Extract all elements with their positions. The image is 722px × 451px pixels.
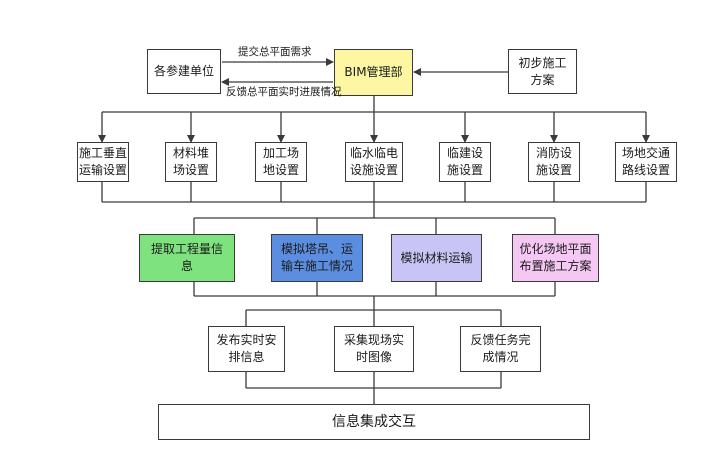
setup-box-vertical-transport: 施工垂直运输设置 <box>77 142 129 182</box>
output-box-collect-images: 采集现场实时图像 <box>334 326 414 372</box>
setup-line2: 设施设置 <box>349 163 398 177</box>
sim-line1: 提取工程量信 <box>150 242 223 256</box>
setup-line2: 场设置 <box>172 163 209 177</box>
setup-box-fire-facilities: 消防设施设置 <box>528 142 580 182</box>
setup-line2: 施设置 <box>446 163 483 177</box>
setup-line1: 加工场 <box>262 146 299 160</box>
sim-line1: 优化场地平面 <box>519 242 592 256</box>
sim-line1: 模拟塔吊、运 <box>280 242 353 256</box>
sim-box-extract-quantities: 提取工程量信息 <box>139 234 235 282</box>
setup-line1: 消防设 <box>535 146 572 160</box>
participants-box: 各参建单位 <box>147 49 221 94</box>
output-line1: 采集现场实 <box>343 333 404 347</box>
sim-line2: 息 <box>180 259 193 273</box>
sim-line1: 模拟材料运输 <box>400 250 473 265</box>
setup-box-traffic-routes: 场地交通路线设置 <box>615 142 677 182</box>
setup-line2: 路线设置 <box>621 163 670 177</box>
output-line2: 成情况 <box>482 350 519 364</box>
setup-line1: 施工垂直 <box>78 146 127 160</box>
preliminary-plan-line1: 初步施工 <box>518 55 567 70</box>
preliminary-plan-text: 初步施工 方案 <box>518 55 566 89</box>
output-line1: 反馈任务完 <box>470 333 531 347</box>
output-box-publish-schedule: 发布实时安排信息 <box>208 326 285 372</box>
sim-box-optimize-layout: 优化场地平面布置施工方案 <box>512 234 599 282</box>
arrow-submit-label: 提交总平面需求 <box>238 46 312 58</box>
setup-line2: 地设置 <box>262 163 299 177</box>
setup-line1: 场地交通 <box>621 146 670 160</box>
output-box-task-feedback: 反馈任务完成情况 <box>460 326 541 372</box>
setup-line2: 运输设置 <box>78 163 127 177</box>
output-line1: 发布实时安 <box>216 333 277 347</box>
output-line2: 时图像 <box>355 350 392 364</box>
setup-line1: 临建设 <box>446 146 483 160</box>
info-integration-label: 信息集成交互 <box>332 413 416 430</box>
output-line2: 排信息 <box>228 350 265 364</box>
sim-line2: 输车施工情况 <box>280 259 353 273</box>
setup-box-material-yard: 材料堆场设置 <box>165 142 217 182</box>
setup-box-temp-buildings: 临建设施设置 <box>439 142 491 182</box>
sim-line2: 布置施工方案 <box>519 259 592 273</box>
setup-box-temp-water-power: 临水临电设施设置 <box>345 142 403 182</box>
arrow-feedback-label: 反馈总平面实时进展情况 <box>226 86 342 98</box>
preliminary-plan-box: 初步施工 方案 <box>508 49 577 94</box>
sim-box-crane-transport: 模拟塔吊、运输车施工情况 <box>271 234 363 282</box>
setup-box-processing-site: 加工场地设置 <box>255 142 307 182</box>
preliminary-plan-line2: 方案 <box>530 72 555 87</box>
bim-department-box: BIM管理部 <box>334 49 413 96</box>
setup-line1: 临水临电 <box>349 146 398 160</box>
setup-line2: 施设置 <box>535 163 572 177</box>
info-integration-box: 信息集成交互 <box>158 404 590 440</box>
bim-department-label: BIM管理部 <box>344 65 403 79</box>
setup-line1: 材料堆 <box>172 146 209 160</box>
sim-box-material-transport: 模拟材料运输 <box>391 234 482 282</box>
participants-label: 各参建单位 <box>153 64 214 78</box>
